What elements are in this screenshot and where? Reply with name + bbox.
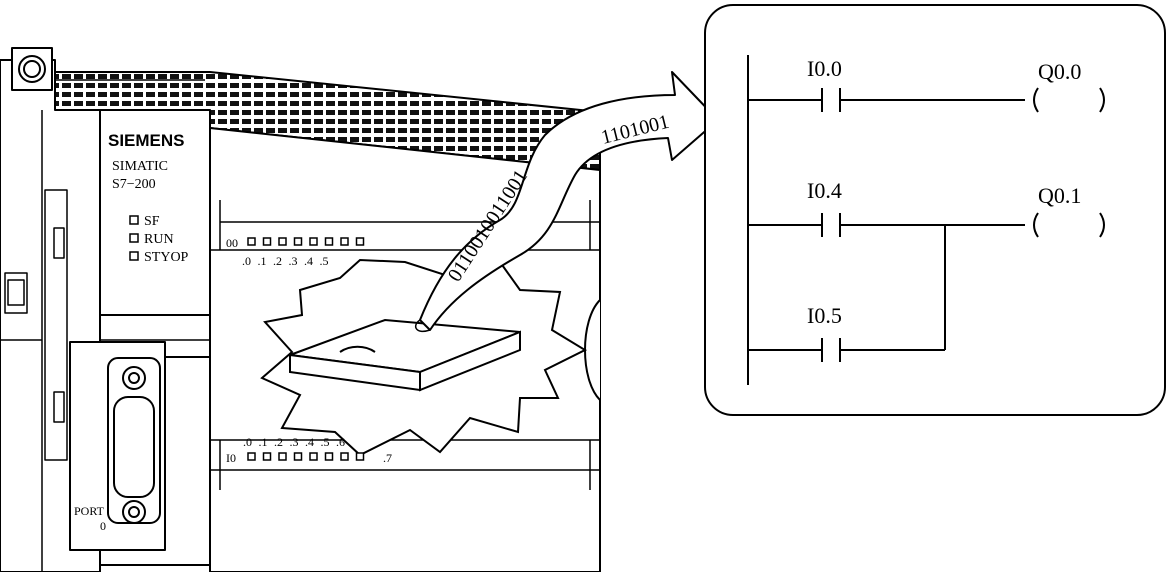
input-bit-label-7: .7: [383, 451, 392, 465]
status-led-label-sf: SF: [144, 214, 160, 229]
input-terminal-1: [262, 452, 272, 461]
status-led-run: [129, 233, 139, 243]
input-terminal-0: [247, 452, 256, 461]
output-terminal-group: .0 .1 .2 .3 .4 .5: [242, 237, 365, 268]
contact-label-i05: I0.5: [807, 303, 842, 328]
input-terminal-group: .0 .1 .2 .3 .4 .5 .6 .7: [243, 435, 392, 465]
output-bit-label-1: .1: [258, 254, 267, 268]
input-bit-label-6: .6: [336, 435, 345, 449]
brand-label: SIEMENS: [108, 131, 185, 150]
contact-label-i00: I0.0: [807, 56, 842, 81]
output-terminal-2: [278, 237, 287, 246]
input-group-label: I0: [226, 451, 236, 465]
output-terminal-5: [324, 237, 334, 246]
chip-burst: [260, 258, 588, 457]
output-bit-label-4: .4: [304, 254, 313, 268]
ladder-panel-frame: [704, 4, 1166, 416]
contact-label-i04: I0.4: [807, 178, 842, 203]
input-terminal-4: [309, 452, 318, 461]
output-terminal-4: [309, 237, 318, 246]
output-terminal-0: [247, 237, 256, 246]
input-bit-label-5: .5: [321, 435, 330, 449]
model-line-label: SIMATIC: [112, 159, 168, 174]
output-bit-label-5: .5: [320, 254, 329, 268]
coil-label-q00: Q0.0: [1038, 59, 1081, 84]
ladder-diagram: I0.0 Q0.0 I0.4 Q0.1 I0.5: [704, 4, 1166, 416]
status-led-group: SF RUN STYOP: [129, 214, 189, 265]
port-label: PORT: [74, 504, 105, 518]
coil-label-q01: Q0.1: [1038, 183, 1081, 208]
output-bit-label-3: .3: [289, 254, 298, 268]
microchip-icon: [289, 318, 521, 392]
output-terminal-1: [262, 237, 272, 246]
input-bit-label-2: .2: [274, 435, 283, 449]
input-terminal-2: [278, 452, 287, 461]
output-bit-label-2: .2: [273, 254, 282, 268]
input-bit-label-0: .0: [243, 435, 252, 449]
model-label: S7−200: [112, 177, 156, 192]
output-bit-label-0: .0: [242, 254, 251, 268]
output-terminal-3: [293, 237, 303, 246]
status-led-sf: [129, 215, 139, 225]
input-bit-label-1: .1: [259, 435, 268, 449]
output-terminal-6: [340, 237, 349, 246]
input-terminal-3: [293, 452, 303, 461]
input-bit-label-4: .4: [305, 435, 314, 449]
input-terminal-6: [340, 452, 349, 461]
port-number: 0: [100, 519, 106, 533]
input-bit-label-3: .3: [290, 435, 299, 449]
output-group-label: 00: [226, 236, 238, 250]
output-terminal-7: [355, 237, 365, 246]
status-led-styop: [129, 251, 139, 261]
status-led-label-run: RUN: [144, 232, 174, 247]
input-terminal-5: [324, 452, 334, 461]
status-led-label-styop: STYOP: [144, 250, 189, 265]
input-terminal-7: [355, 452, 365, 461]
